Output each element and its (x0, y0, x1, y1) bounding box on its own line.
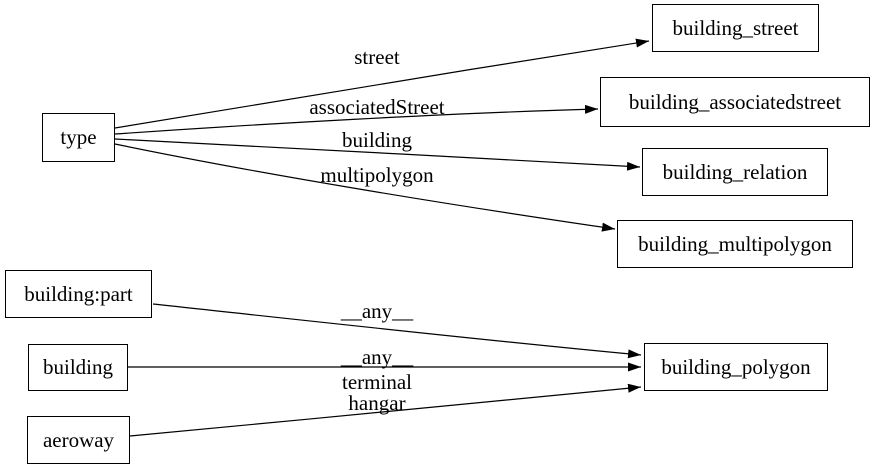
edge-type-to-building_street (114, 38, 650, 129)
node-building_street: building_street (652, 4, 819, 52)
node-building_multipolygon: building_multipolygon (617, 220, 853, 268)
node-aeroway-label: aeroway (42, 427, 115, 452)
node-building-label: building (42, 355, 113, 379)
edge-type-to-building_relation (114, 138, 641, 171)
node-building_polygon-label: building_polygon (661, 354, 811, 379)
edge-label-hangar: hangar (348, 391, 406, 415)
edge-label-any-building-part: __any__ (340, 299, 414, 323)
edge-label-terminal: terminal (342, 370, 412, 394)
edge-label-street: street (354, 45, 400, 69)
node-building_polygon: building_polygon (644, 343, 828, 391)
edge-aeroway-to-building_polygon (129, 383, 642, 437)
edge-type-to-building_associatedstreet (114, 104, 599, 135)
node-building_multipolygon-label: building_multipolygon (638, 231, 832, 256)
node-building_street-label: building_street (672, 15, 799, 40)
node-aeroway: aeroway (27, 416, 130, 464)
node-building_relation-label: building_relation (662, 159, 808, 184)
node-building: building (28, 344, 128, 391)
edge-label-building: building (341, 128, 413, 152)
edge-building-part-to-building_polygon (152, 303, 642, 359)
node-building-part-label: building:part (24, 281, 133, 306)
node-building_associatedstreet-label: building_associatedstreet (628, 89, 842, 114)
edge-label-multipolygon: multipolygon (320, 163, 434, 187)
node-building-part: building:part (5, 270, 152, 318)
node-building_relation: building_relation (642, 148, 828, 196)
edge-type-to-building_multipolygon (114, 143, 616, 232)
edge-label-any-building: __any__ (340, 345, 414, 369)
node-type: type (42, 113, 115, 162)
edge-label-associatedstreet: associatedStreet (309, 95, 445, 119)
edge-label-terminal-hangar: terminal hangar (342, 372, 412, 414)
node-type-label: type (60, 125, 97, 149)
node-building_associatedstreet: building_associatedstreet (600, 77, 870, 127)
